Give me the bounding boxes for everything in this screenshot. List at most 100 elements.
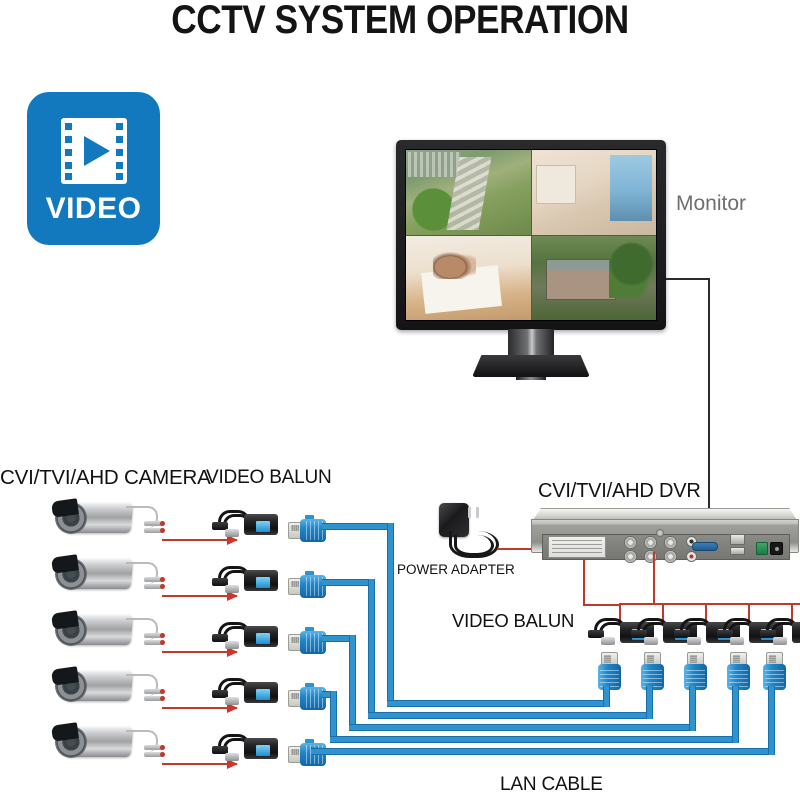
lan-cable-1-segment-vertical	[387, 523, 394, 703]
dvr-rear-panel	[531, 519, 799, 563]
lan-cable-1-segment-horizontal	[322, 523, 394, 530]
power-adapter-prongs	[468, 507, 482, 519]
dvr-bnc-5	[644, 550, 657, 563]
balun-body-4	[244, 682, 278, 703]
rj45-tip-4	[288, 690, 302, 707]
dvr-screw	[656, 529, 664, 537]
balun-bnc-jack-3	[225, 641, 239, 649]
lan-riser-1	[603, 686, 610, 707]
dvr-alarm-terminal	[756, 542, 768, 555]
balun-dc-jack-1	[212, 522, 228, 530]
rj45-connector-1	[288, 515, 334, 544]
power-adapter-label: POWER ADAPTER	[397, 562, 515, 577]
film-play-icon	[60, 118, 127, 184]
rj45-connector-4	[288, 683, 334, 712]
dvr-balun-bnc-jack-2	[644, 637, 658, 645]
camera-dc-plug-1	[144, 528, 165, 533]
dvr-power-jack	[770, 542, 783, 555]
balun-bnc-jack-5	[225, 753, 239, 761]
signal-arrow-3	[162, 647, 238, 657]
signal-arrow-5	[162, 759, 238, 769]
camera-bnc-plug-2	[144, 577, 165, 582]
rj45-latch-3	[305, 627, 314, 633]
signal-arrow-1	[162, 535, 238, 545]
rj45-boot-2	[300, 575, 326, 598]
monitor-dvr-link-horizontal	[666, 278, 710, 280]
camera-2	[48, 553, 165, 595]
camera-1	[48, 497, 165, 539]
monitor	[396, 140, 666, 330]
dvr-bnc-6	[664, 550, 677, 563]
dvr-rj45-connector-2	[640, 652, 666, 698]
lan-trunk-2	[368, 712, 653, 719]
dvr-balun-dc-jack-4	[717, 630, 733, 638]
balun-body-5	[244, 738, 278, 759]
camera-side-balun-2	[212, 566, 278, 598]
power-link-vertical-1	[583, 548, 585, 606]
signal-arrow-4	[162, 703, 238, 713]
dvr-side-balun-5	[760, 618, 800, 650]
lan-cable-4-segment-vertical	[330, 691, 337, 739]
monitor-quadrant-house-garage-exterior-view	[531, 235, 656, 320]
balun-rj45-face-1	[256, 521, 270, 532]
lan-trunk-3	[349, 724, 696, 731]
balun-feed-1	[619, 603, 621, 625]
dvr-balun-body-5	[792, 622, 800, 643]
balun-body-1	[244, 514, 278, 535]
lan-riser-2	[646, 686, 653, 719]
power-link-horizontal-2	[583, 604, 619, 606]
dvr-section-label: CVI/TVI/AHD DVR	[538, 480, 701, 502]
dvr-rj45-connector-4	[726, 652, 752, 698]
lan-riser-4	[732, 686, 739, 743]
lan-cable-3-segment-vertical	[349, 635, 356, 727]
balun-bnc-jack-4	[225, 697, 239, 705]
balun-feed-5	[791, 603, 793, 625]
camera-pigtail-4	[126, 674, 158, 696]
page-title: CCTV SYSTEM OPERATION	[171, 0, 629, 42]
video-badge-label: VIDEO	[45, 192, 142, 225]
camera-side-balun-3	[212, 622, 278, 654]
camera-3	[48, 609, 165, 651]
dvr-rj45-boot-5	[763, 664, 786, 690]
signal-arrow-2	[162, 591, 238, 601]
balun-top-section-label: VIDEO BALUN	[206, 467, 332, 488]
dvr-rca-audio-in	[686, 551, 697, 562]
dvr-balun-dc-jack-2	[631, 630, 647, 638]
monitor-screen	[405, 149, 657, 321]
lan-cable-4-segment-horizontal	[322, 691, 337, 698]
lan-cable-3-segment-horizontal	[322, 635, 356, 642]
lan-cable-2-segment-horizontal	[322, 579, 375, 586]
dvr-balun-dc-jack-1	[588, 630, 604, 638]
camera-side-balun-4	[212, 678, 278, 710]
camera-pigtail-3	[126, 618, 158, 640]
balun-rj45-face-4	[256, 689, 270, 700]
balun-rj45-face-2	[256, 577, 270, 588]
lan-trunk-4	[330, 736, 739, 743]
dvr-balun-bus-drop	[653, 552, 655, 604]
dvr-balun-bnc-jack-5	[773, 637, 787, 645]
power-adapter	[435, 495, 501, 558]
dvr-balun-dc-jack-3	[674, 630, 690, 638]
dvr-balun-bnc-jack-3	[687, 637, 701, 645]
camera-side-balun-1	[212, 510, 278, 542]
dvr-bnc-1	[624, 536, 637, 549]
balun-feed-2	[662, 603, 664, 625]
dvr-rca-audio-out	[686, 536, 697, 547]
balun-bottom-section-label: VIDEO BALUN	[452, 610, 575, 631]
lan-riser-5	[768, 686, 775, 755]
rj45-boot-1	[300, 519, 326, 542]
camera-bnc-plug-3	[144, 633, 165, 638]
dvr-balun-bnc-jack-4	[730, 637, 744, 645]
rj45-connector-3	[288, 627, 334, 656]
camera-pigtail-1	[126, 506, 158, 528]
lan-trunk-5	[311, 748, 775, 755]
monitor-quadrant-children-on-floor-view	[406, 235, 531, 320]
balun-dc-jack-2	[212, 578, 228, 586]
camera-dc-plug-3	[144, 640, 165, 645]
lan-riser-3	[689, 686, 696, 731]
power-adapter-cord	[449, 531, 499, 558]
camera-pigtail-5	[126, 730, 158, 752]
rj45-latch-2	[305, 571, 314, 577]
dvr-device	[531, 508, 799, 563]
video-badge: VIDEO	[27, 92, 160, 245]
